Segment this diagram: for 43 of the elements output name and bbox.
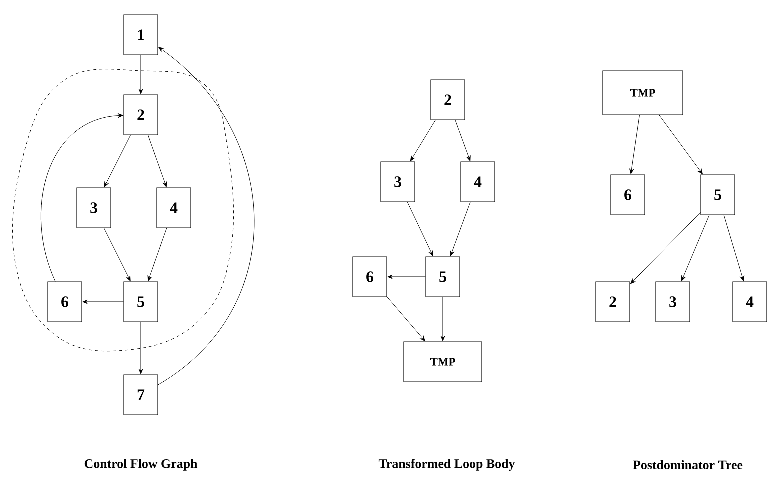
box: 2	[596, 282, 630, 322]
caption: Transformed Loop Body	[378, 459, 516, 471]
box: 6	[352, 256, 388, 298]
box: 2	[430, 80, 466, 120]
box: 4	[156, 188, 192, 228]
box: 6	[610, 174, 646, 216]
arrow	[148, 228, 168, 282]
arrow	[104, 228, 131, 282]
arrow	[440, 297, 446, 342]
arrow	[630, 115, 640, 174]
box: 5	[426, 256, 460, 298]
arrow	[158, 47, 255, 386]
box: 3	[76, 188, 112, 228]
box: 1	[124, 14, 158, 56]
arrow	[724, 215, 745, 282]
box: 3	[656, 282, 690, 322]
arrow	[630, 212, 701, 284]
arrow	[450, 202, 471, 256]
arrow	[388, 274, 426, 280]
arrow	[407, 202, 434, 256]
arrow	[138, 322, 144, 374]
caption: Control Flow Graph	[84, 459, 198, 471]
arrow	[659, 115, 703, 174]
box: 5	[124, 282, 158, 322]
arrow	[410, 120, 436, 162]
box: 6	[48, 282, 82, 322]
arrow	[148, 135, 168, 188]
box: 7	[124, 374, 158, 416]
box: TMP	[404, 342, 482, 382]
arrow	[41, 114, 124, 282]
box: 5	[700, 174, 736, 216]
arrow	[82, 300, 124, 304]
arrow	[387, 296, 426, 342]
box: 2	[124, 94, 158, 136]
arrow	[682, 215, 710, 282]
arrow	[104, 135, 131, 188]
box: 4	[460, 162, 496, 202]
box: 3	[380, 162, 416, 202]
box: TMP	[602, 70, 684, 116]
box: 4	[732, 282, 768, 322]
arrow	[455, 120, 471, 162]
arrow	[138, 55, 144, 94]
caption: Postdominator Tree	[633, 460, 743, 470]
